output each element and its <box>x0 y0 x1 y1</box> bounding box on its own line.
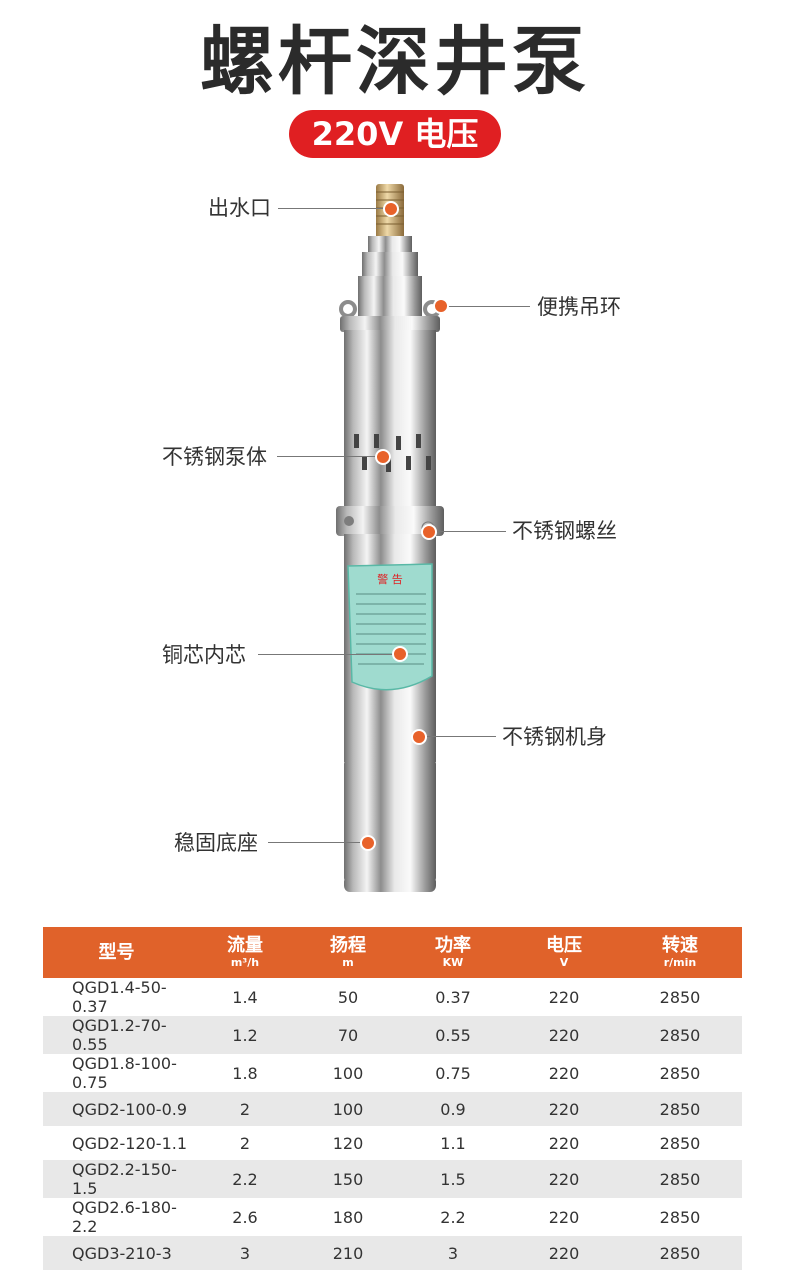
pump-body <box>344 330 436 508</box>
callout-dot <box>360 835 376 851</box>
callout-leader <box>424 736 496 737</box>
callout-label: 不锈钢机身 <box>502 725 607 749</box>
callout-dot <box>375 449 391 465</box>
callout-label: 稳固底座 <box>174 831 258 855</box>
warning-heading: 警 告 <box>377 572 403 586</box>
callout-label: 出水口 <box>208 196 271 220</box>
lifting-ring-left <box>339 300 357 318</box>
callout-leader <box>432 531 506 532</box>
page-title: 螺杆深井泵 <box>200 19 590 105</box>
callout-label: 不锈钢泵体 <box>162 445 267 469</box>
callout-leader <box>278 208 390 209</box>
callout-dot <box>433 298 449 314</box>
callout-dot <box>392 646 408 662</box>
callout-dot <box>383 201 399 217</box>
callout-label: 铜芯内芯 <box>162 643 246 667</box>
callout-label: 便携吊环 <box>537 295 621 319</box>
callout-leader <box>268 842 364 843</box>
voltage-badge: 220V 电压 <box>289 110 501 158</box>
callout-dot <box>421 524 437 540</box>
pump-illustration: 警 告 <box>336 184 444 892</box>
column-header: 型号 <box>43 927 190 978</box>
pump-base <box>344 760 436 882</box>
callout-leader <box>442 306 530 307</box>
warning-label <box>347 563 433 691</box>
callout-leader <box>258 654 398 655</box>
callout-label: 不锈钢螺丝 <box>512 519 617 543</box>
callout-leader <box>277 456 381 457</box>
callout-dot <box>411 729 427 745</box>
